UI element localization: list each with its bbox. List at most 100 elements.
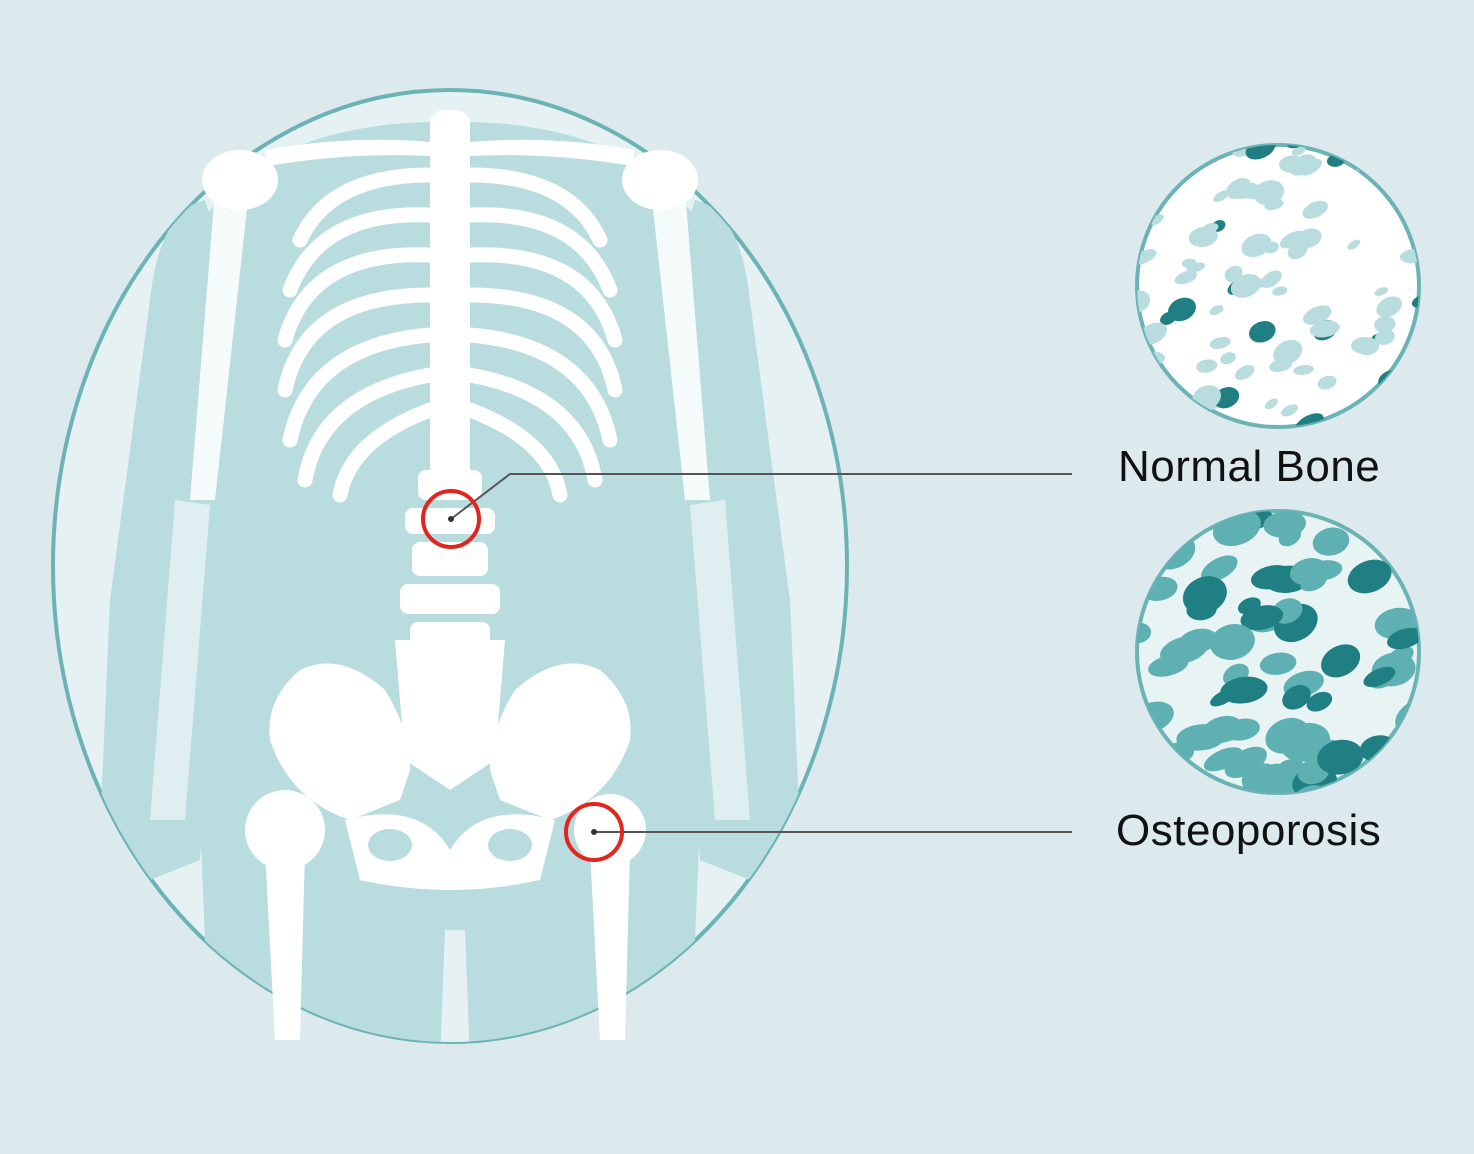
normal-bone-sample <box>1135 128 1421 429</box>
bone-pore <box>1220 352 1236 365</box>
bone-pore <box>1202 715 1243 744</box>
bone-pore <box>1137 747 1158 772</box>
bone-pore <box>1376 296 1402 318</box>
bone-pore <box>1411 294 1419 308</box>
bone-pore <box>1143 183 1165 194</box>
bone-pore <box>1226 177 1252 200</box>
red-circle-marker-hip <box>564 802 624 862</box>
bone-pore <box>1293 364 1314 375</box>
bone-pore <box>1282 685 1311 710</box>
bone-pore <box>1408 422 1419 427</box>
bone-pore <box>1168 297 1196 322</box>
bone-pore <box>1179 145 1206 147</box>
bone-pore <box>1387 407 1403 417</box>
bone-pore <box>1374 329 1395 345</box>
bone-pore <box>1196 359 1218 373</box>
bone-pore <box>1137 164 1142 175</box>
bone-pore <box>1148 654 1189 677</box>
bone-pore <box>1393 376 1410 390</box>
osteoporosis-label: Osteoporosis <box>1116 806 1382 855</box>
bone-pore <box>1321 644 1361 678</box>
bone-pore <box>1254 763 1298 793</box>
bone-pore <box>1137 218 1138 235</box>
bone-pore <box>1347 559 1392 594</box>
bone-pore <box>1253 180 1285 206</box>
bone-pore <box>1241 233 1272 258</box>
bone-pore <box>1279 230 1306 249</box>
bone-pore <box>1137 290 1151 314</box>
bone-pore <box>1264 398 1278 410</box>
bone-pore <box>1400 148 1419 163</box>
bone-pore <box>1209 337 1231 349</box>
bone-pore <box>1399 417 1415 427</box>
bone-pore <box>1374 316 1396 333</box>
bone-pore <box>1347 239 1361 250</box>
bone-pore <box>1309 320 1340 338</box>
bone-pore <box>1174 270 1198 285</box>
bone-pore <box>1137 574 1146 602</box>
bone-pore <box>1137 149 1145 168</box>
bone-pore <box>1263 241 1279 254</box>
bone-pore <box>1186 262 1206 273</box>
bone-pore <box>1137 409 1151 427</box>
lumbar-spine <box>400 470 500 656</box>
bone-pore <box>1150 214 1164 226</box>
bone-pore <box>1317 739 1364 775</box>
bone-pore <box>1178 628 1218 654</box>
bone-pore <box>1188 226 1218 247</box>
normal-bone-label: Normal Bone <box>1118 442 1381 491</box>
bone-pore <box>1220 676 1268 704</box>
bone-pore <box>1209 305 1224 316</box>
bone-pore <box>1259 652 1297 675</box>
bone-pore <box>1245 145 1276 160</box>
bone-pore <box>1224 746 1267 779</box>
bone-pore <box>1156 426 1171 427</box>
bone-pore <box>1137 380 1143 390</box>
bone-pore <box>1317 375 1337 390</box>
bone-pore <box>1260 270 1282 288</box>
bone-pore <box>1306 691 1333 712</box>
bone-pore <box>1300 573 1327 592</box>
bone-pore <box>1213 190 1229 203</box>
bone-pore <box>1222 425 1238 427</box>
bone-pore <box>1387 627 1419 650</box>
bone-pore <box>1269 358 1293 373</box>
bone-pore <box>1230 273 1261 298</box>
bone-pore <box>1200 555 1238 583</box>
bone-pore <box>1287 241 1308 260</box>
bone-pore <box>1357 145 1374 156</box>
bone-pore <box>1151 414 1174 427</box>
bone-pore <box>1234 365 1255 380</box>
bone-pore <box>1350 336 1377 354</box>
skeleton-illustration <box>150 110 750 1040</box>
bone-pore <box>1192 418 1223 427</box>
bone-pore <box>1374 287 1389 296</box>
bone-pore <box>1292 146 1306 156</box>
bone-pore <box>1137 549 1156 568</box>
bone-pore <box>1294 413 1324 427</box>
bone-pore <box>1209 623 1255 661</box>
bone-pore <box>1203 747 1243 772</box>
bone-pore <box>1312 527 1350 556</box>
bone-pore <box>1182 576 1227 615</box>
bone-pore <box>1399 249 1419 264</box>
bone-pore <box>1137 222 1141 233</box>
bone-pore <box>1263 128 1287 146</box>
bone-pore <box>1273 339 1303 365</box>
bone-pore <box>1281 404 1298 417</box>
pelvis <box>245 640 646 1040</box>
bone-pore <box>1265 717 1310 754</box>
osteoporosis-bone-sample <box>1135 509 1421 795</box>
bone-pore <box>1249 321 1276 343</box>
bone-pore <box>1289 154 1317 176</box>
bone-pore <box>1263 511 1307 538</box>
normal-bone-leader <box>450 473 1072 520</box>
red-circle-marker-spine <box>421 489 481 549</box>
leader-lines <box>450 473 1072 833</box>
rib-cage <box>277 167 623 503</box>
bone-pore <box>1363 666 1396 688</box>
bone-pore <box>1412 776 1419 793</box>
bone-pore <box>1240 605 1284 631</box>
